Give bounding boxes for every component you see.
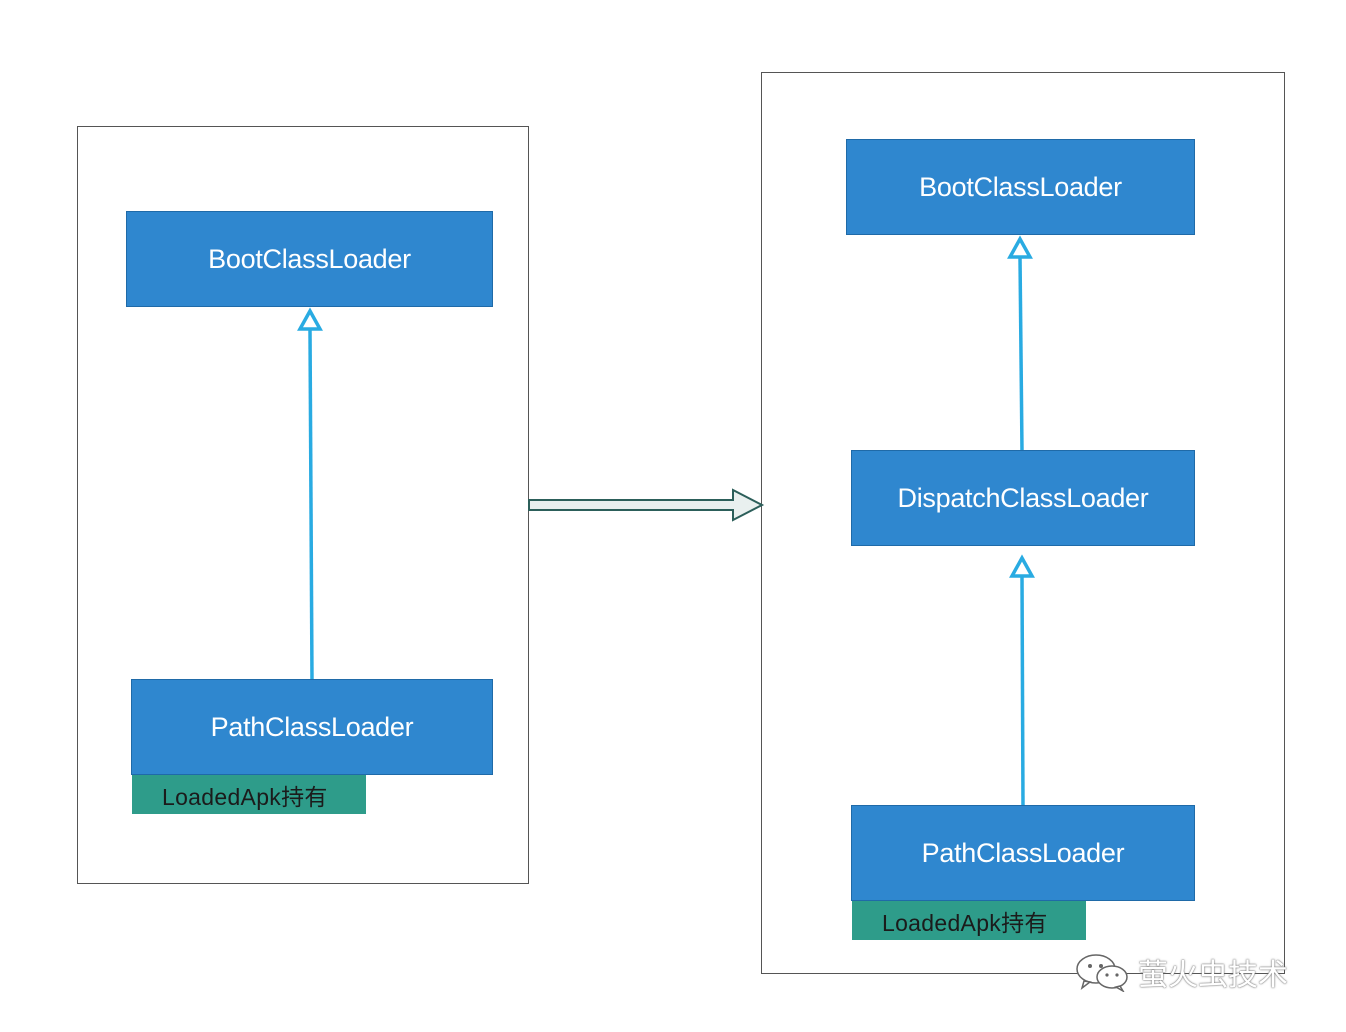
watermark-text: 萤火虫技术: [1138, 958, 1288, 993]
left-boot-class-loader: BootClassLoader: [126, 211, 493, 307]
right-holder-label: LoadedApk持有: [882, 909, 1048, 936]
wechat-icon: [1076, 954, 1128, 992]
right-boot-label: BootClassLoader: [919, 171, 1122, 202]
right-holder-tag: LoadedApk持有: [852, 901, 1086, 940]
left-holder-tag: LoadedApk持有: [132, 775, 366, 814]
left-path-class-loader: PathClassLoader: [131, 679, 493, 775]
transition-arrow: [528, 488, 765, 522]
left-boot-label: BootClassLoader: [208, 243, 411, 274]
right-dispatch-class-loader: DispatchClassLoader: [851, 450, 1195, 546]
right-boot-class-loader: BootClassLoader: [846, 139, 1195, 235]
left-path-label: PathClassLoader: [210, 711, 414, 742]
right-dispatch-label: DispatchClassLoader: [897, 482, 1149, 513]
watermark: 萤火虫技术: [1074, 950, 1288, 994]
right-path-label: PathClassLoader: [921, 837, 1125, 868]
left-holder-label: LoadedApk持有: [162, 783, 328, 810]
right-path-class-loader: PathClassLoader: [851, 805, 1195, 901]
